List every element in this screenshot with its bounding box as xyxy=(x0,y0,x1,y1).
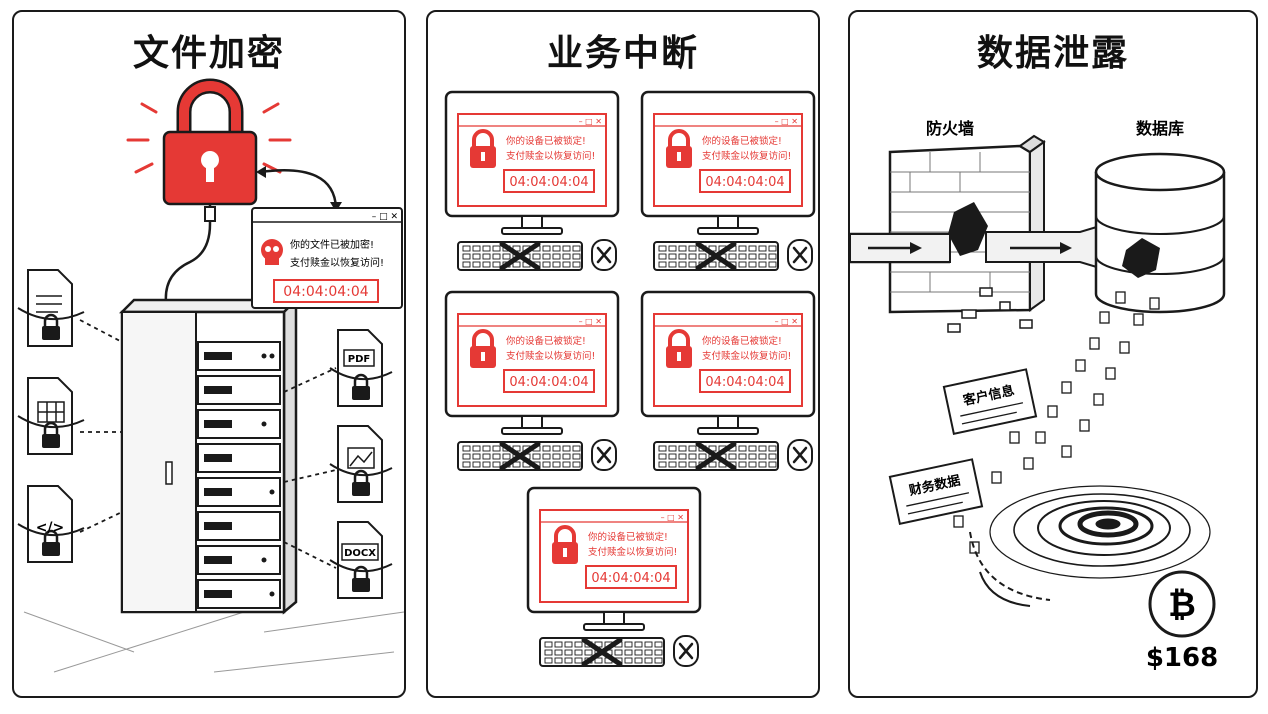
panel-title: 数据泄露 xyxy=(976,33,1129,74)
window-controls[interactable]: – □ ✕ xyxy=(579,317,602,326)
screen-line-2: 支付赎金以恢复访问! xyxy=(588,546,677,558)
panel-title: 文件加密 xyxy=(132,33,285,74)
code-icon: </> xyxy=(36,520,65,536)
panel-data-leak: 数据泄露 防火墙 数据库 xyxy=(848,10,1258,698)
locked-workstation: – □ ✕ 你的设备已被锁定! 支付赎金以恢复访问! 04:04:04:04 xyxy=(444,290,620,471)
ransom-popup: – □ ✕ 你的文件已被加密! 支付赎金以恢复访问! 04:04:04:04 xyxy=(251,207,403,309)
window-controls[interactable]: – □ ✕ xyxy=(372,212,398,222)
window-controls[interactable]: – □ ✕ xyxy=(661,513,684,522)
server-rack xyxy=(118,296,300,615)
lock-icon xyxy=(666,329,692,368)
screen-line-1: 你的设备已被锁定! xyxy=(702,335,782,347)
customer-info-doc: 客户信息 xyxy=(942,368,1038,435)
locked-workstation: – □ ✕ 你的设备已被锁定! 支付赎金以恢复访问! 04:04:04:04 xyxy=(640,290,816,471)
countdown-timer: 04:04:04:04 xyxy=(509,175,588,190)
disabled-mouse xyxy=(787,239,813,271)
financial-data-doc: 财务数据 xyxy=(888,458,984,525)
keyboard xyxy=(653,241,779,271)
pdf-label: PDF xyxy=(348,354,370,365)
panel-title: 业务中断 xyxy=(546,33,699,74)
firewall-wall xyxy=(888,134,1046,333)
locked-workstation: – □ ✕ 你的设备已被锁定! 支付赎金以恢复访问! 04:04:04:04 xyxy=(526,486,702,667)
disruption-illustration: – □ ✕你的设备已被锁定!支付赎金以恢复访问!04:04:04:04– □ ✕… xyxy=(444,90,816,667)
countdown-timer: 04:04:04:04 xyxy=(591,571,670,586)
countdown-timer: 04:04:04:04 xyxy=(705,175,784,190)
locked-workstation: – □ ✕ 你的设备已被锁定! 支付赎金以恢复访问! 04:04:04:04 xyxy=(444,90,620,271)
disabled-mouse xyxy=(591,239,617,271)
leak-illustration: 防火墙 数据库 xyxy=(850,119,1226,673)
countdown-timer: 04:04:04:04 xyxy=(509,375,588,390)
screen-line-2: 支付赎金以恢复访问! xyxy=(702,150,791,162)
svg-text:₿: ₿ xyxy=(1168,585,1196,625)
encryption-illustration: PDF DOCX </> – □ ✕ 你的文件已被加密! 支付赎金以恢复访问! … xyxy=(17,78,405,673)
screen-line-1: 你的设备已被锁定! xyxy=(506,135,586,147)
database-label: 数据库 xyxy=(1136,119,1184,138)
disabled-mouse xyxy=(673,635,699,667)
screen-line-2: 支付赎金以恢复访问! xyxy=(506,150,595,162)
lock-icon xyxy=(552,525,578,564)
database-icon xyxy=(1094,152,1226,314)
keyboard xyxy=(539,637,665,667)
panel-business-disruption: 业务中断 – □ ✕ 你的设备已被锁定! 支付赎金以恢复访问! 04:04:04:04… xyxy=(426,10,820,698)
vortex xyxy=(969,485,1211,607)
window-controls[interactable]: – □ ✕ xyxy=(775,117,798,126)
screen-line-1: 你的设备已被锁定! xyxy=(588,531,668,543)
keyboard xyxy=(457,241,583,271)
screen-line-2: 支付赎金以恢复访问! xyxy=(506,350,595,362)
skull-icon xyxy=(261,239,283,265)
disabled-mouse xyxy=(591,439,617,471)
screen-line-2: 支付赎金以恢复访问! xyxy=(702,350,791,362)
keyboard xyxy=(653,441,779,471)
popup-line-1: 你的文件已被加密! xyxy=(290,238,374,251)
disabled-mouse xyxy=(787,439,813,471)
window-controls[interactable]: – □ ✕ xyxy=(579,117,602,126)
screen-line-1: 你的设备已被锁定! xyxy=(702,135,782,147)
lock-icon xyxy=(666,129,692,168)
countdown-timer: 04:04:04:04 xyxy=(705,375,784,390)
window-controls[interactable]: – □ ✕ xyxy=(775,317,798,326)
panel-file-encryption: 文件加密 xyxy=(12,10,406,698)
padlock-icon xyxy=(126,78,292,206)
docx-label: DOCX xyxy=(344,548,376,559)
keyboard xyxy=(457,441,583,471)
bitcoin-icon: ₿ xyxy=(1148,570,1216,638)
lock-icon xyxy=(470,129,496,168)
locked-workstation: – □ ✕ 你的设备已被锁定! 支付赎金以恢复访问! 04:04:04:04 xyxy=(640,90,816,271)
ransom-price: $168 xyxy=(1146,643,1218,673)
popup-line-2: 支付赎金以恢复访问! xyxy=(290,256,384,269)
screen-line-1: 你的设备已被锁定! xyxy=(506,335,586,347)
countdown-timer: 04:04:04:04 xyxy=(283,284,369,300)
lock-icon xyxy=(470,329,496,368)
firewall-label: 防火墙 xyxy=(926,119,974,138)
